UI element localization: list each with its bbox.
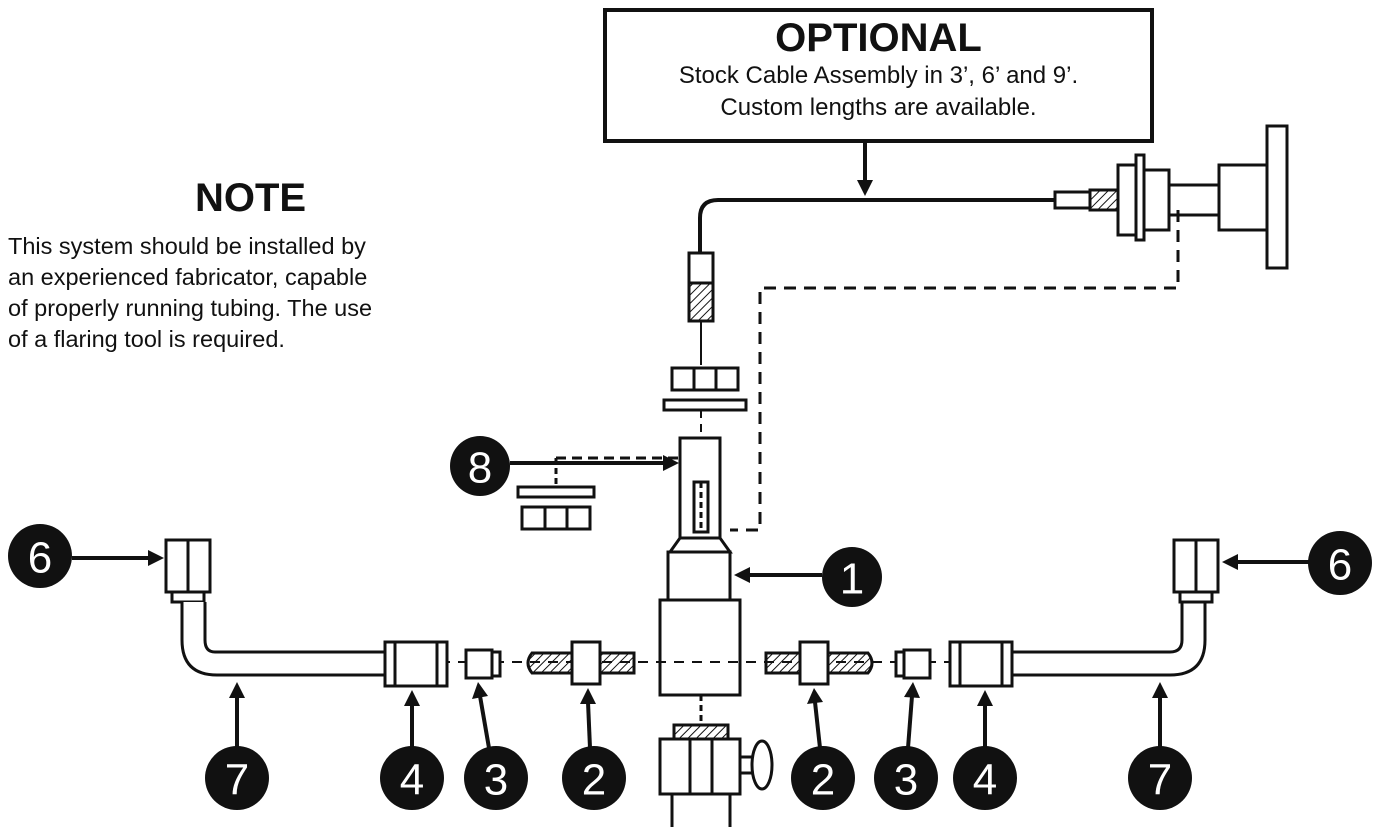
cable-end-fitting: [687, 251, 715, 365]
callout-4-right: 4: [953, 746, 1017, 810]
note-title: NOTE: [195, 176, 307, 220]
callout-7-right: 7: [1128, 746, 1192, 810]
callout-1-label: 1: [840, 555, 864, 604]
note-line-1: This system should be installed by: [8, 233, 366, 259]
dash-control-knob: [1053, 124, 1289, 270]
optional-pointer-arrow: [857, 140, 873, 196]
callout-6-left-label: 6: [28, 534, 52, 583]
callout-3-right-label: 3: [894, 756, 918, 805]
callout-8-label: 8: [468, 444, 492, 493]
callout-4-right-label: 4: [973, 756, 997, 805]
callout-2-left-label: 2: [582, 756, 606, 805]
note-line-4: of a flaring tool is required.: [8, 326, 285, 352]
callout-7-right-label: 7: [1148, 756, 1172, 805]
callout-1: 1: [822, 547, 882, 607]
callout-6-left: 6: [8, 524, 72, 588]
bottom-fitting: [658, 695, 774, 827]
mounting-bracket: [516, 456, 680, 531]
callout-7-left-label: 7: [225, 756, 249, 805]
cable-route-dashed: [730, 210, 1180, 532]
callout-arrows: [72, 455, 1310, 749]
optional-line-1: Stock Cable Assembly in 3’, 6’ and 9’.: [678, 62, 1079, 89]
callout-6-right-label: 6: [1328, 541, 1352, 590]
optional-title: OPTIONAL: [775, 16, 982, 60]
callout-4-left: 4: [380, 746, 444, 810]
callout-4-left-label: 4: [400, 756, 424, 805]
callout-2-right: 2: [791, 746, 855, 810]
cable-nut: [662, 366, 748, 412]
callout-2-right-label: 2: [811, 756, 835, 805]
callout-2-left: 2: [562, 746, 626, 810]
callout-3-left-label: 3: [484, 756, 508, 805]
cable-assembly: [698, 198, 1055, 255]
valve-body: [658, 436, 742, 697]
callout-8: 8: [450, 436, 510, 496]
optional-box: OPTIONAL Stock Cable Assembly in 3’, 6’ …: [603, 8, 1154, 143]
callout-3-left: 3: [464, 746, 528, 810]
note-line-3: of properly running tubing. The use: [8, 295, 373, 321]
optional-line-2: Custom lengths are available.: [720, 94, 1037, 121]
right-tube-assembly: [764, 538, 1220, 688]
callout-3-right: 3: [874, 746, 938, 810]
callout-6-right: 6: [1308, 531, 1372, 595]
note-body: This system should be installed by an ex…: [8, 231, 498, 355]
left-tube-assembly: [164, 538, 636, 688]
note-line-2: an experienced fabricator, capable: [8, 264, 368, 290]
callout-7-left: 7: [205, 746, 269, 810]
